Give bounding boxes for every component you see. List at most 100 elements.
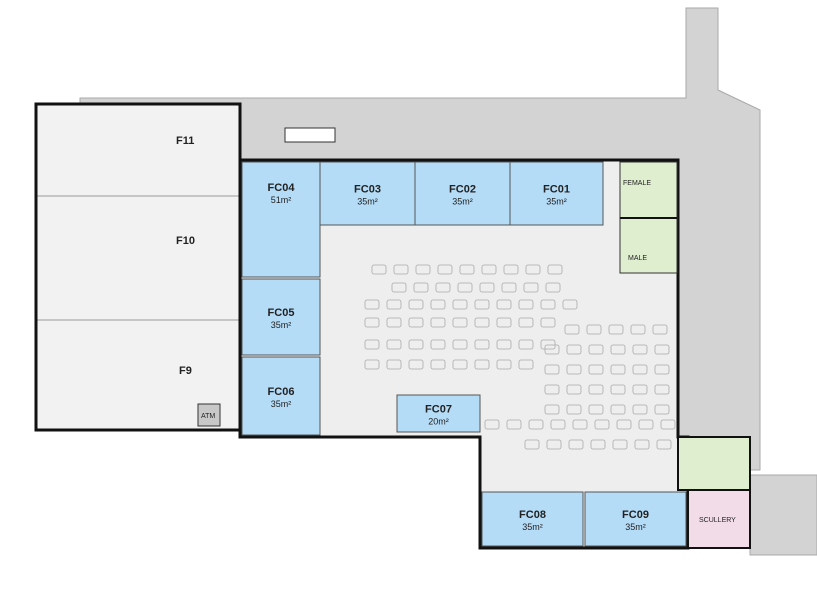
shop-box bbox=[241, 161, 321, 278]
table bbox=[632, 384, 648, 395]
table bbox=[610, 404, 626, 415]
table bbox=[566, 404, 582, 415]
table bbox=[474, 339, 490, 350]
table bbox=[474, 359, 490, 370]
seating-tables bbox=[364, 264, 676, 450]
table bbox=[610, 364, 626, 375]
table bbox=[660, 419, 676, 430]
table bbox=[496, 339, 512, 350]
table bbox=[566, 364, 582, 375]
table bbox=[430, 317, 446, 328]
table bbox=[457, 282, 473, 293]
table bbox=[408, 359, 424, 370]
table bbox=[408, 299, 424, 310]
table bbox=[501, 282, 517, 293]
shop-units: FC0451m²FC0335m²FC0235m²FC0135m²FC0535m²… bbox=[241, 161, 687, 547]
table bbox=[364, 359, 380, 370]
table bbox=[386, 359, 402, 370]
table bbox=[630, 324, 646, 335]
table bbox=[610, 384, 626, 395]
shop-box bbox=[241, 356, 321, 436]
table bbox=[588, 364, 604, 375]
table bbox=[386, 299, 402, 310]
table bbox=[415, 264, 431, 275]
table bbox=[393, 264, 409, 275]
table bbox=[386, 317, 402, 328]
table bbox=[364, 317, 380, 328]
table bbox=[632, 404, 648, 415]
table bbox=[608, 324, 624, 335]
table bbox=[544, 344, 560, 355]
table bbox=[435, 282, 451, 293]
table bbox=[564, 324, 580, 335]
table bbox=[544, 384, 560, 395]
shop-area: 35m² bbox=[522, 522, 543, 532]
table bbox=[566, 384, 582, 395]
shop-label: FC05 bbox=[268, 307, 295, 319]
table bbox=[518, 299, 534, 310]
table bbox=[364, 299, 380, 310]
shop-box bbox=[241, 278, 321, 356]
shop-box bbox=[396, 394, 481, 433]
table bbox=[572, 419, 588, 430]
table bbox=[654, 404, 670, 415]
room-f10-label: F10 bbox=[176, 235, 195, 247]
male-toilet-label: MALE bbox=[628, 255, 647, 262]
shop-label: FC03 bbox=[354, 184, 381, 196]
table bbox=[654, 384, 670, 395]
table bbox=[547, 264, 563, 275]
table bbox=[654, 344, 670, 355]
table bbox=[566, 344, 582, 355]
shop-box bbox=[319, 161, 416, 226]
table bbox=[364, 339, 380, 350]
table bbox=[518, 359, 534, 370]
table bbox=[652, 324, 668, 335]
table bbox=[586, 324, 602, 335]
table bbox=[588, 384, 604, 395]
table bbox=[523, 282, 539, 293]
table bbox=[544, 404, 560, 415]
room-f11 bbox=[35, 103, 241, 197]
table bbox=[479, 282, 495, 293]
scullery-label: SCULLERY bbox=[699, 517, 736, 524]
table bbox=[612, 439, 628, 450]
shop-label: FC06 bbox=[268, 386, 295, 398]
shop-label: FC04 bbox=[268, 182, 296, 194]
shop-area: 35m² bbox=[546, 197, 567, 207]
atm-label: ATM bbox=[201, 413, 215, 420]
table bbox=[474, 299, 490, 310]
shop-area: 35m² bbox=[357, 197, 378, 207]
table bbox=[544, 364, 560, 375]
table bbox=[452, 339, 468, 350]
table bbox=[550, 419, 566, 430]
table bbox=[496, 299, 512, 310]
table bbox=[430, 299, 446, 310]
table bbox=[540, 317, 556, 328]
table bbox=[610, 344, 626, 355]
shop-area: 35m² bbox=[625, 522, 646, 532]
shop-box bbox=[509, 161, 604, 226]
table bbox=[632, 364, 648, 375]
table bbox=[638, 419, 654, 430]
table bbox=[484, 419, 500, 430]
food-court: FEMALE MALE SCULLERY bbox=[238, 158, 751, 550]
shop-label: FC09 bbox=[622, 509, 649, 521]
table bbox=[452, 317, 468, 328]
table bbox=[430, 339, 446, 350]
room-f11-label: F11 bbox=[176, 135, 194, 147]
table bbox=[474, 317, 490, 328]
table bbox=[568, 439, 584, 450]
table bbox=[656, 439, 672, 450]
table bbox=[524, 439, 540, 450]
